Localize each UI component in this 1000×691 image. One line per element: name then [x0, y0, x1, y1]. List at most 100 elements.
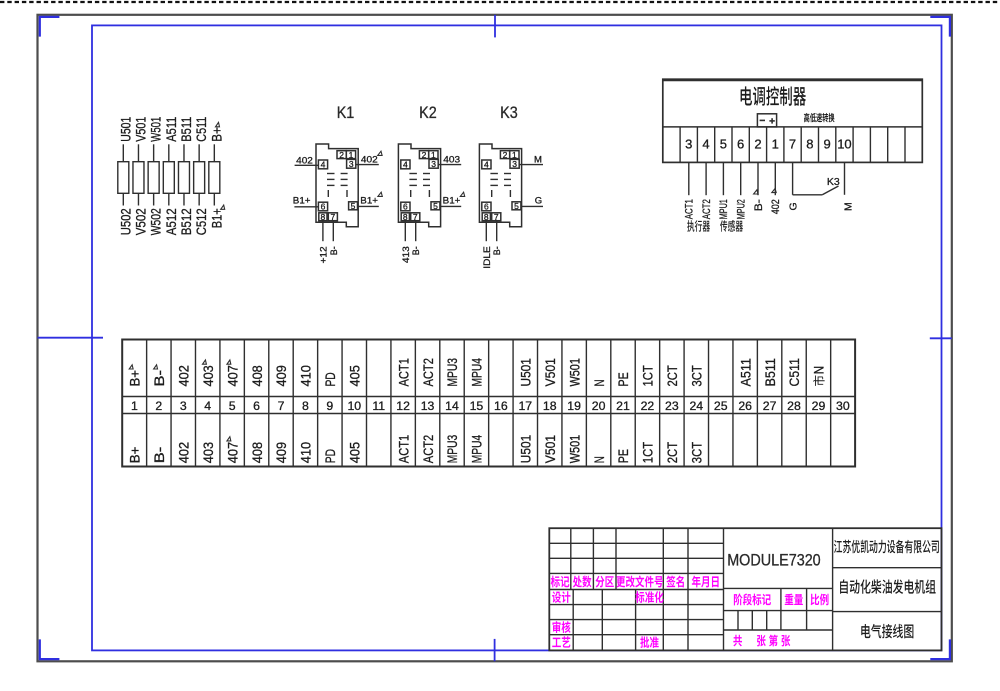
svg-text:7: 7 — [278, 399, 285, 413]
svg-text:M: M — [843, 202, 855, 211]
svg-text:B-: B- — [492, 246, 503, 255]
svg-text:IDLE: IDLE — [482, 246, 493, 268]
svg-text:1: 1 — [349, 150, 354, 160]
svg-text:18: 18 — [543, 399, 557, 413]
svg-text:2: 2 — [155, 399, 162, 413]
svg-text:3CT: 3CT — [690, 365, 705, 386]
svg-text:K3: K3 — [500, 103, 518, 122]
svg-text:27: 27 — [763, 399, 777, 413]
svg-text:G: G — [535, 196, 542, 207]
svg-text:MPU3: MPU3 — [445, 435, 460, 463]
svg-text:3CT: 3CT — [690, 442, 705, 463]
svg-text:B1+: B1+ — [293, 196, 311, 207]
svg-text:U502: U502 — [118, 208, 133, 235]
svg-text:ACT2: ACT2 — [701, 199, 713, 219]
svg-text:B-: B- — [329, 246, 340, 255]
svg-text:17: 17 — [518, 399, 532, 413]
svg-text:402: 402 — [176, 365, 191, 386]
svg-text:5: 5 — [229, 399, 236, 413]
svg-text:408: 408 — [250, 365, 265, 386]
svg-text:9: 9 — [824, 136, 831, 151]
svg-text:403: 403 — [201, 365, 216, 386]
svg-text:MPU3: MPU3 — [445, 358, 460, 386]
svg-text:7: 7 — [789, 136, 796, 151]
svg-text:6: 6 — [484, 202, 489, 212]
svg-text:409: 409 — [274, 442, 289, 463]
svg-text:C512: C512 — [194, 208, 209, 235]
svg-text:N: N — [812, 366, 827, 375]
svg-text:8: 8 — [806, 136, 813, 151]
svg-text:MPU4: MPU4 — [470, 358, 485, 387]
svg-text:402: 402 — [176, 442, 191, 463]
svg-text:20: 20 — [592, 399, 606, 413]
svg-text:12: 12 — [396, 399, 410, 413]
svg-text:3: 3 — [685, 136, 692, 151]
svg-text:13: 13 — [421, 399, 435, 413]
svg-text:MODULE7320: MODULE7320 — [727, 550, 821, 569]
svg-text:2: 2 — [339, 150, 344, 160]
svg-text:405: 405 — [347, 442, 362, 463]
svg-text:W502: W502 — [149, 208, 164, 235]
svg-text:24: 24 — [689, 399, 703, 413]
svg-text:21: 21 — [616, 399, 630, 413]
svg-text:402: 402 — [770, 199, 782, 214]
svg-text:K3: K3 — [827, 176, 840, 188]
svg-text:MPU2: MPU2 — [736, 199, 748, 219]
svg-text:1CT: 1CT — [641, 365, 656, 386]
svg-text:PD: PD — [323, 372, 338, 386]
svg-text:V501: V501 — [134, 117, 149, 142]
svg-text:C511: C511 — [787, 358, 802, 386]
svg-text:B+: B+ — [209, 127, 224, 142]
svg-text:B-: B- — [152, 370, 167, 387]
svg-text:B1+: B1+ — [209, 208, 224, 228]
svg-text:B-: B- — [152, 447, 167, 464]
svg-text:409: 409 — [274, 365, 289, 386]
svg-text:C511: C511 — [194, 117, 209, 142]
svg-text:407: 407 — [225, 365, 240, 386]
svg-text:MPU1: MPU1 — [718, 199, 730, 219]
svg-text:11: 11 — [372, 399, 385, 413]
svg-text:7: 7 — [330, 212, 335, 222]
svg-text:ACT2: ACT2 — [421, 358, 436, 386]
svg-text:3: 3 — [431, 159, 436, 169]
svg-text:A511: A511 — [164, 117, 179, 142]
svg-text:ACT1: ACT1 — [396, 435, 411, 463]
svg-text:30: 30 — [836, 399, 850, 413]
svg-text:B-: B- — [411, 246, 422, 255]
svg-text:3: 3 — [180, 399, 187, 413]
svg-text:1: 1 — [431, 150, 436, 160]
svg-text:5: 5 — [351, 201, 356, 211]
svg-text:W501: W501 — [567, 358, 582, 386]
svg-text:413: 413 — [401, 246, 412, 263]
svg-text:1CT: 1CT — [641, 442, 656, 463]
svg-text:5: 5 — [433, 201, 438, 211]
svg-text:403: 403 — [443, 155, 460, 166]
svg-text:4: 4 — [484, 160, 489, 170]
svg-text:3: 3 — [349, 159, 354, 169]
svg-text:6: 6 — [403, 202, 408, 212]
svg-text:8: 8 — [484, 212, 489, 222]
svg-text:408: 408 — [250, 442, 265, 463]
svg-text:M: M — [534, 155, 542, 166]
svg-text:A511: A511 — [738, 358, 753, 386]
svg-text:29: 29 — [812, 399, 826, 413]
svg-text:U501: U501 — [118, 117, 133, 142]
svg-text:407: 407 — [225, 442, 240, 463]
svg-text:K2: K2 — [419, 103, 437, 122]
svg-text:W501: W501 — [149, 117, 164, 142]
svg-text:4: 4 — [204, 399, 211, 413]
svg-text:8: 8 — [302, 399, 309, 413]
svg-text:4: 4 — [321, 160, 326, 170]
svg-text:6: 6 — [253, 399, 260, 413]
svg-text:K1: K1 — [337, 103, 355, 122]
svg-text:A512: A512 — [164, 208, 179, 235]
svg-text:9: 9 — [326, 399, 333, 413]
svg-text:16: 16 — [494, 399, 508, 413]
svg-text:2CT: 2CT — [665, 442, 680, 463]
svg-text:410: 410 — [299, 365, 314, 386]
svg-text:15: 15 — [470, 399, 484, 413]
svg-text:26: 26 — [738, 399, 752, 413]
svg-text:N: N — [592, 456, 607, 463]
svg-text:6: 6 — [321, 202, 326, 212]
svg-text:2: 2 — [754, 136, 761, 151]
